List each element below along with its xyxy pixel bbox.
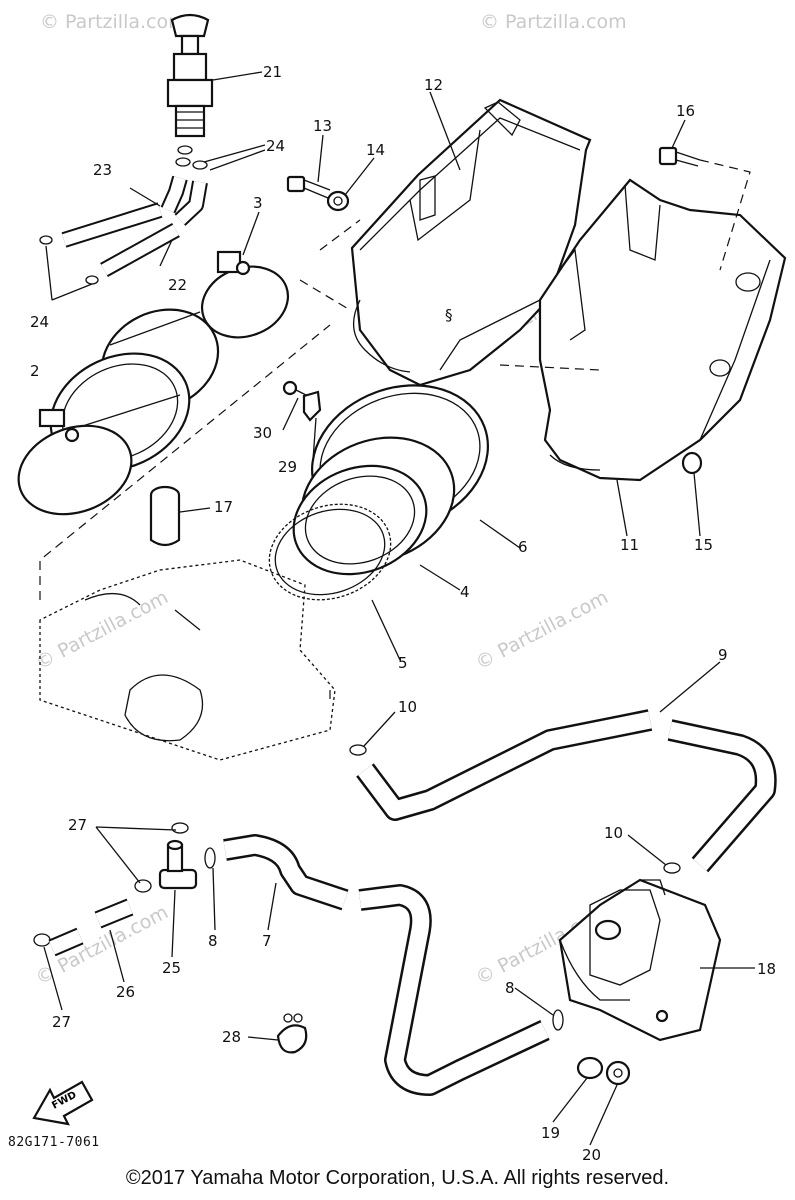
washer-14 (326, 190, 350, 212)
hose-clamp-band-3 (200, 250, 290, 339)
screw-30 (282, 380, 309, 397)
callout-labels: 21 24 23 22 24 3 12 13 14 16 2 30 29 17 … (30, 63, 776, 1164)
watermark: © Partzilla.com (472, 586, 612, 674)
forward-direction-arrow: FWD (32, 1080, 94, 1126)
callout-10: 10 (398, 698, 417, 716)
nut-15 (681, 451, 703, 475)
callout-24: 24 (266, 137, 285, 155)
small-hoses (61, 175, 208, 277)
nut-19 (576, 1056, 604, 1080)
hose-clips (33, 744, 681, 1031)
leader-lines (43, 71, 755, 1146)
callout-17: 17 (214, 498, 233, 516)
watermark: © Partzilla.com (40, 11, 187, 33)
air-filter-joint (292, 384, 489, 576)
hose-26 (48, 898, 134, 957)
callout-24: 24 (30, 313, 49, 331)
callout-8: 8 (505, 979, 515, 997)
callout-5: 5 (398, 654, 408, 672)
fuel-hose-7 (223, 834, 550, 1096)
fuel-hose-9 (356, 709, 777, 873)
washer-20 (605, 1060, 631, 1086)
copyright-notice: ©2017 Yamaha Motor Corporation, U.S.A. A… (125, 1167, 670, 1189)
callout-15: 15 (694, 536, 713, 554)
air-box-cap (538, 178, 787, 482)
callout-6: 6 (518, 538, 528, 556)
callout-19: 19 (541, 1124, 560, 1142)
callout-23: 23 (93, 161, 112, 179)
diagram-part-code: 82G171-7061 (8, 1135, 100, 1150)
callout-16: 16 (676, 102, 695, 120)
callout-26: 26 (116, 983, 135, 1001)
callout-4: 4 (460, 583, 470, 601)
callout-20: 20 (582, 1146, 601, 1164)
callout-9: 9 (718, 646, 728, 664)
breather-valve (166, 13, 214, 138)
callout-7: 7 (262, 932, 272, 950)
callout-8: 8 (208, 932, 218, 950)
bolt-13 (286, 175, 331, 199)
callout-27: 27 (52, 1013, 71, 1031)
bolt-16 (658, 146, 701, 167)
case-mark: § (445, 306, 453, 324)
callout-3: 3 (253, 194, 263, 212)
hose-clamp-band-2 (17, 408, 133, 516)
callout-25: 25 (162, 959, 181, 977)
watermark: © Partzilla.com (480, 11, 627, 33)
callout-14: 14 (366, 141, 385, 159)
callout-28: 28 (222, 1028, 241, 1046)
callout-11: 11 (620, 536, 639, 554)
callout-10: 10 (604, 824, 623, 842)
assembly-guide-lines (39, 159, 751, 700)
cap-17 (149, 485, 181, 547)
clip-28 (276, 1013, 308, 1054)
callout-12: 12 (424, 76, 443, 94)
watermark: © Partzilla.com (32, 586, 172, 674)
t-joint-25 (158, 839, 198, 890)
callout-21: 21 (263, 63, 282, 81)
callout-2: 2 (30, 362, 40, 380)
joint-band (268, 503, 392, 601)
fuel-pump (558, 878, 722, 1042)
callout-13: 13 (313, 117, 332, 135)
callout-22: 22 (168, 276, 187, 294)
callout-30: 30 (253, 424, 272, 442)
callout-29: 29 (278, 458, 297, 476)
clamp-29 (302, 390, 322, 422)
callout-18: 18 (757, 960, 776, 978)
engine-outline (39, 559, 336, 761)
callout-27: 27 (68, 816, 87, 834)
